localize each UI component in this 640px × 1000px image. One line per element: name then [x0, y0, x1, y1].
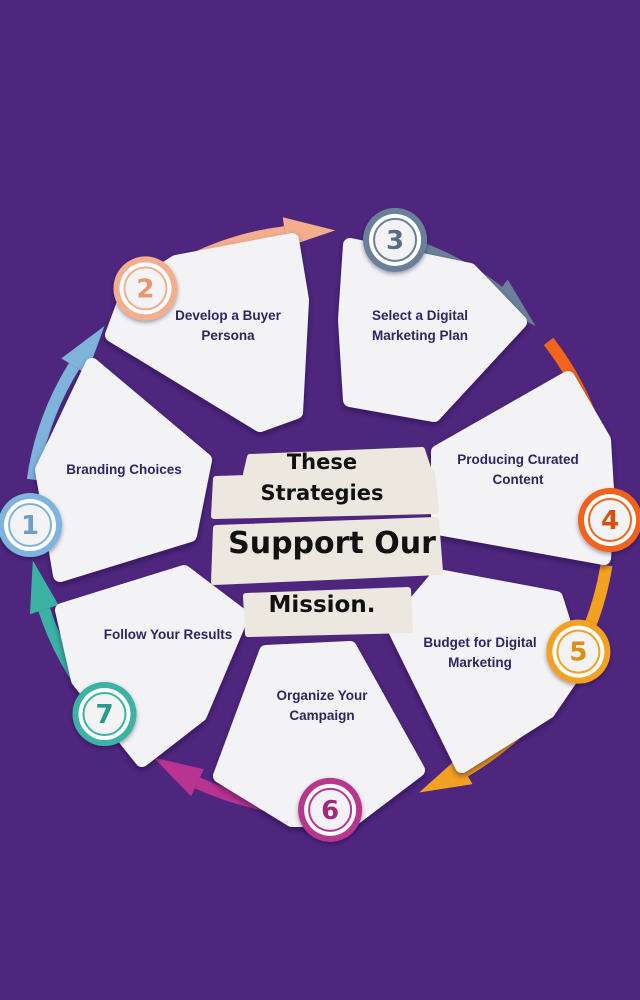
- step-2-number: 2: [136, 274, 154, 304]
- step-6-number: 6: [321, 796, 339, 826]
- brush-stroke-1: [243, 447, 431, 477]
- cycle-arrow-5-body: [462, 564, 613, 777]
- step-7-number: 7: [95, 700, 113, 730]
- step-1-badge: 1: [0, 493, 63, 558]
- step-4-label: Producing Curated Content: [457, 452, 579, 487]
- cycle-arrow-1-body: [26, 363, 80, 481]
- step-5-number: 5: [569, 638, 587, 668]
- step-badges: 1 2 3 4 5 6 7: [0, 207, 640, 842]
- step-3-number: 3: [386, 226, 404, 256]
- step-1-label: Branding Choices: [66, 462, 182, 477]
- step-7-badge: 7: [72, 682, 137, 747]
- center-heading-line-2: Strategies: [260, 481, 384, 505]
- brush-stroke-4: [243, 587, 413, 637]
- cycle-arrow-3-head: [489, 279, 536, 326]
- step-2-badge: 2: [113, 256, 178, 321]
- step-4-number: 4: [601, 506, 619, 536]
- brush-stroke-3: [211, 517, 443, 585]
- step-3-card: [338, 238, 527, 422]
- center-brush-strokes: [211, 447, 443, 637]
- cycle-arrow-1: [26, 325, 105, 481]
- step-3-label: Select a Digital Marketing Plan: [371, 308, 469, 343]
- step-3-badge: 3: [363, 207, 428, 272]
- step-cards: [35, 233, 615, 827]
- brush-stroke-2: [211, 469, 439, 519]
- step-5-badge: 5: [546, 619, 611, 684]
- cycle-arrow-1-head: [61, 325, 105, 375]
- step-1-number: 1: [21, 511, 39, 541]
- step-6-badge: 6: [298, 777, 363, 842]
- center-heading-line-1: These: [286, 450, 358, 474]
- center-heading-line-3: Support Our: [228, 526, 436, 561]
- step-7-label: Follow Your Results: [103, 627, 233, 642]
- step-6-label: Organize Your Campaign: [276, 688, 368, 723]
- cycle-arrow-7-head: [29, 560, 59, 615]
- cycle-arrow-6-head: [153, 757, 204, 797]
- step-5-label: Budget for Digital Marketing: [423, 635, 537, 670]
- step-2-label: Develop a Buyer Persona: [175, 308, 281, 343]
- center-heading-line-4: Mission.: [268, 592, 376, 618]
- step-1-card: [35, 358, 212, 582]
- step-4-badge: 4: [578, 488, 640, 552]
